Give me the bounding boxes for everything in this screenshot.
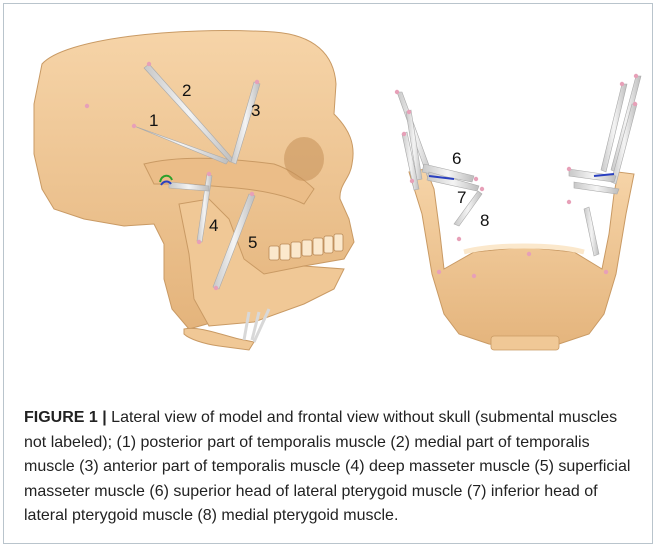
muscle-label-3: 3: [251, 101, 260, 120]
muscle-label-4: 4: [209, 216, 218, 235]
muscle-label-2: 2: [182, 81, 191, 100]
mandible-frontal: [409, 169, 634, 349]
muscle-label-8: 8: [480, 211, 489, 230]
muscle-label-5: 5: [248, 233, 257, 252]
muscle-label-6: 6: [452, 149, 461, 168]
figure-frame: 1 2 3 4 5: [3, 3, 653, 544]
frontal-muscles-right: [569, 76, 641, 256]
figure-illustration: 1 2 3 4 5: [4, 4, 654, 374]
lateral-skull-view: 1 2 3 4 5: [34, 31, 354, 350]
figure-label: FIGURE 1 |: [24, 409, 107, 426]
figure-caption: FIGURE 1 | Lateral view of model and fro…: [24, 406, 636, 529]
figure-caption-text: Lateral view of model and frontal view w…: [24, 409, 630, 524]
frontal-mandible-view: 6 7 8: [395, 74, 641, 350]
muscle-label-7: 7: [457, 188, 466, 207]
eye-socket: [284, 137, 324, 181]
muscle-label-1: 1: [149, 111, 158, 130]
